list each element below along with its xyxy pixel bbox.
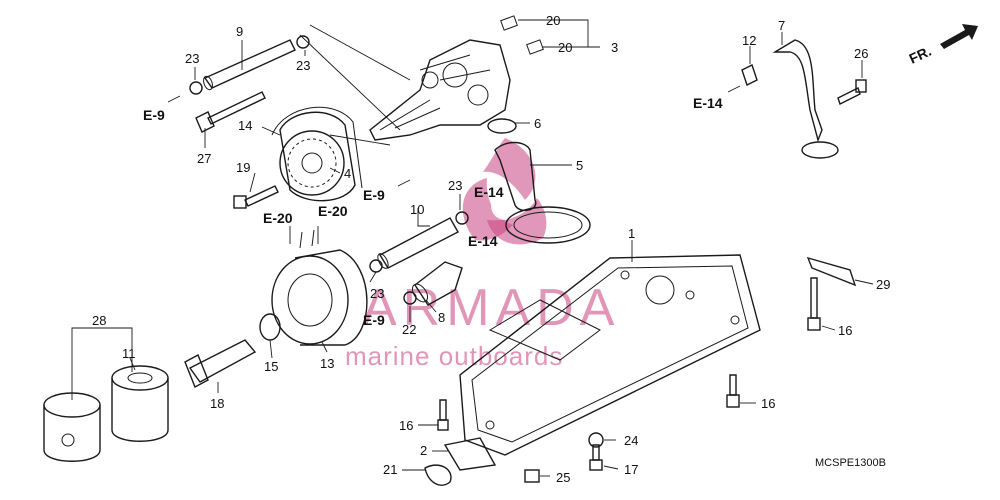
reference-e14-dipstick: E-14 xyxy=(693,95,723,111)
orientation-label: FR. xyxy=(907,43,934,67)
callout-29: 29 xyxy=(876,277,890,292)
sprocket-4 xyxy=(279,130,345,196)
callout-15: 15 xyxy=(264,359,278,374)
callout-16-right: 16 xyxy=(838,323,852,338)
bolt-17 xyxy=(589,444,603,471)
bolt-16-right xyxy=(807,277,821,331)
callout-8: 8 xyxy=(438,310,445,325)
callout-20-a: 20 xyxy=(546,13,560,28)
leader-lines xyxy=(129,19,874,477)
washer-23-top xyxy=(296,35,310,49)
callout-4: 4 xyxy=(344,166,351,181)
nut-24 xyxy=(588,432,604,448)
callout-23-a: 23 xyxy=(185,51,199,66)
reference-e14-pipe: E-14 xyxy=(468,233,498,249)
callout-18: 18 xyxy=(210,396,224,411)
union-bolt-18 xyxy=(184,339,257,388)
pipe-10 xyxy=(377,217,459,269)
callout-24: 24 xyxy=(624,433,638,448)
dipstick-7 xyxy=(772,39,839,159)
bolt-16-center xyxy=(726,374,740,408)
bolt-16-left xyxy=(437,399,449,431)
bracket-29 xyxy=(806,256,857,287)
callout-2: 2 xyxy=(420,443,427,458)
reference-e20-left: E-20 xyxy=(263,210,293,226)
o-ring-6 xyxy=(487,118,517,134)
callout-5: 5 xyxy=(576,158,583,173)
washer-23-left xyxy=(189,81,203,95)
washer-22 xyxy=(403,291,417,305)
callout-22: 22 xyxy=(402,322,416,337)
oil-cooler-13 xyxy=(271,229,368,346)
reference-e14-strainer: E-14 xyxy=(474,184,504,200)
callout-20-b: 20 xyxy=(558,40,572,55)
bolt-19 xyxy=(233,185,279,209)
callout-23-c: 23 xyxy=(448,178,462,193)
callout-7: 7 xyxy=(778,18,785,33)
callout-16-center: 16 xyxy=(761,396,775,411)
reference-e9-top: E-9 xyxy=(143,107,165,123)
o-ring-15 xyxy=(259,313,281,341)
oil-pan-1 xyxy=(459,254,761,456)
callout-1: 1 xyxy=(628,226,635,241)
callout-12: 12 xyxy=(742,33,756,48)
callout-11: 11 xyxy=(122,346,136,361)
diagram-code: MCSPE1300B xyxy=(815,457,886,469)
callout-23-b: 23 xyxy=(296,58,310,73)
callout-25: 25 xyxy=(556,470,570,485)
callout-labels: 9 23 23 20 20 3 12 7 26 14 27 6 5 4 19 2… xyxy=(92,13,890,485)
bolt-26 xyxy=(837,79,867,105)
callout-6: 6 xyxy=(534,116,541,131)
watermark-brand: ARMADA xyxy=(362,279,620,337)
callout-10: 10 xyxy=(410,202,424,217)
callout-26: 26 xyxy=(854,46,868,61)
callout-16-left: 16 xyxy=(399,418,413,433)
oil-strainer-5 xyxy=(494,141,591,244)
watermark: ARMADA marine outboards xyxy=(345,138,620,371)
watermark-tagline: marine outboards xyxy=(345,341,563,371)
filter-wrench-28 xyxy=(43,392,101,462)
oil-pump-assembly xyxy=(369,15,544,141)
callout-28: 28 xyxy=(92,313,106,328)
callout-14: 14 xyxy=(238,118,252,133)
reference-labels: E-9 E-14 E-9 E-20 E-20 E-14 E-14 E-9 xyxy=(143,95,723,328)
callout-19: 19 xyxy=(236,160,250,175)
oil-filter-11 xyxy=(111,365,169,442)
callout-23-d: 23 xyxy=(370,286,384,301)
clip-21 xyxy=(424,464,452,486)
callout-27: 27 xyxy=(197,151,211,166)
washer-23-mid xyxy=(455,211,469,225)
drive-chain-14 xyxy=(271,106,363,202)
seal-12 xyxy=(741,64,758,86)
callout-21: 21 xyxy=(383,462,397,477)
gasket-2 xyxy=(443,437,497,471)
callout-13: 13 xyxy=(320,356,334,371)
front-direction-arrow-icon xyxy=(940,24,978,49)
callout-3: 3 xyxy=(611,40,618,55)
callout-17: 17 xyxy=(624,462,638,477)
reference-e9-bottom: E-9 xyxy=(363,312,385,328)
bolt-25 xyxy=(524,469,540,483)
bolt-27 xyxy=(195,91,266,133)
washer-23-lower xyxy=(369,259,383,273)
shaft-9 xyxy=(203,39,296,91)
callout-9: 9 xyxy=(236,24,243,39)
reference-e9-middle: E-9 xyxy=(363,187,385,203)
reference-e20-right: E-20 xyxy=(318,203,348,219)
